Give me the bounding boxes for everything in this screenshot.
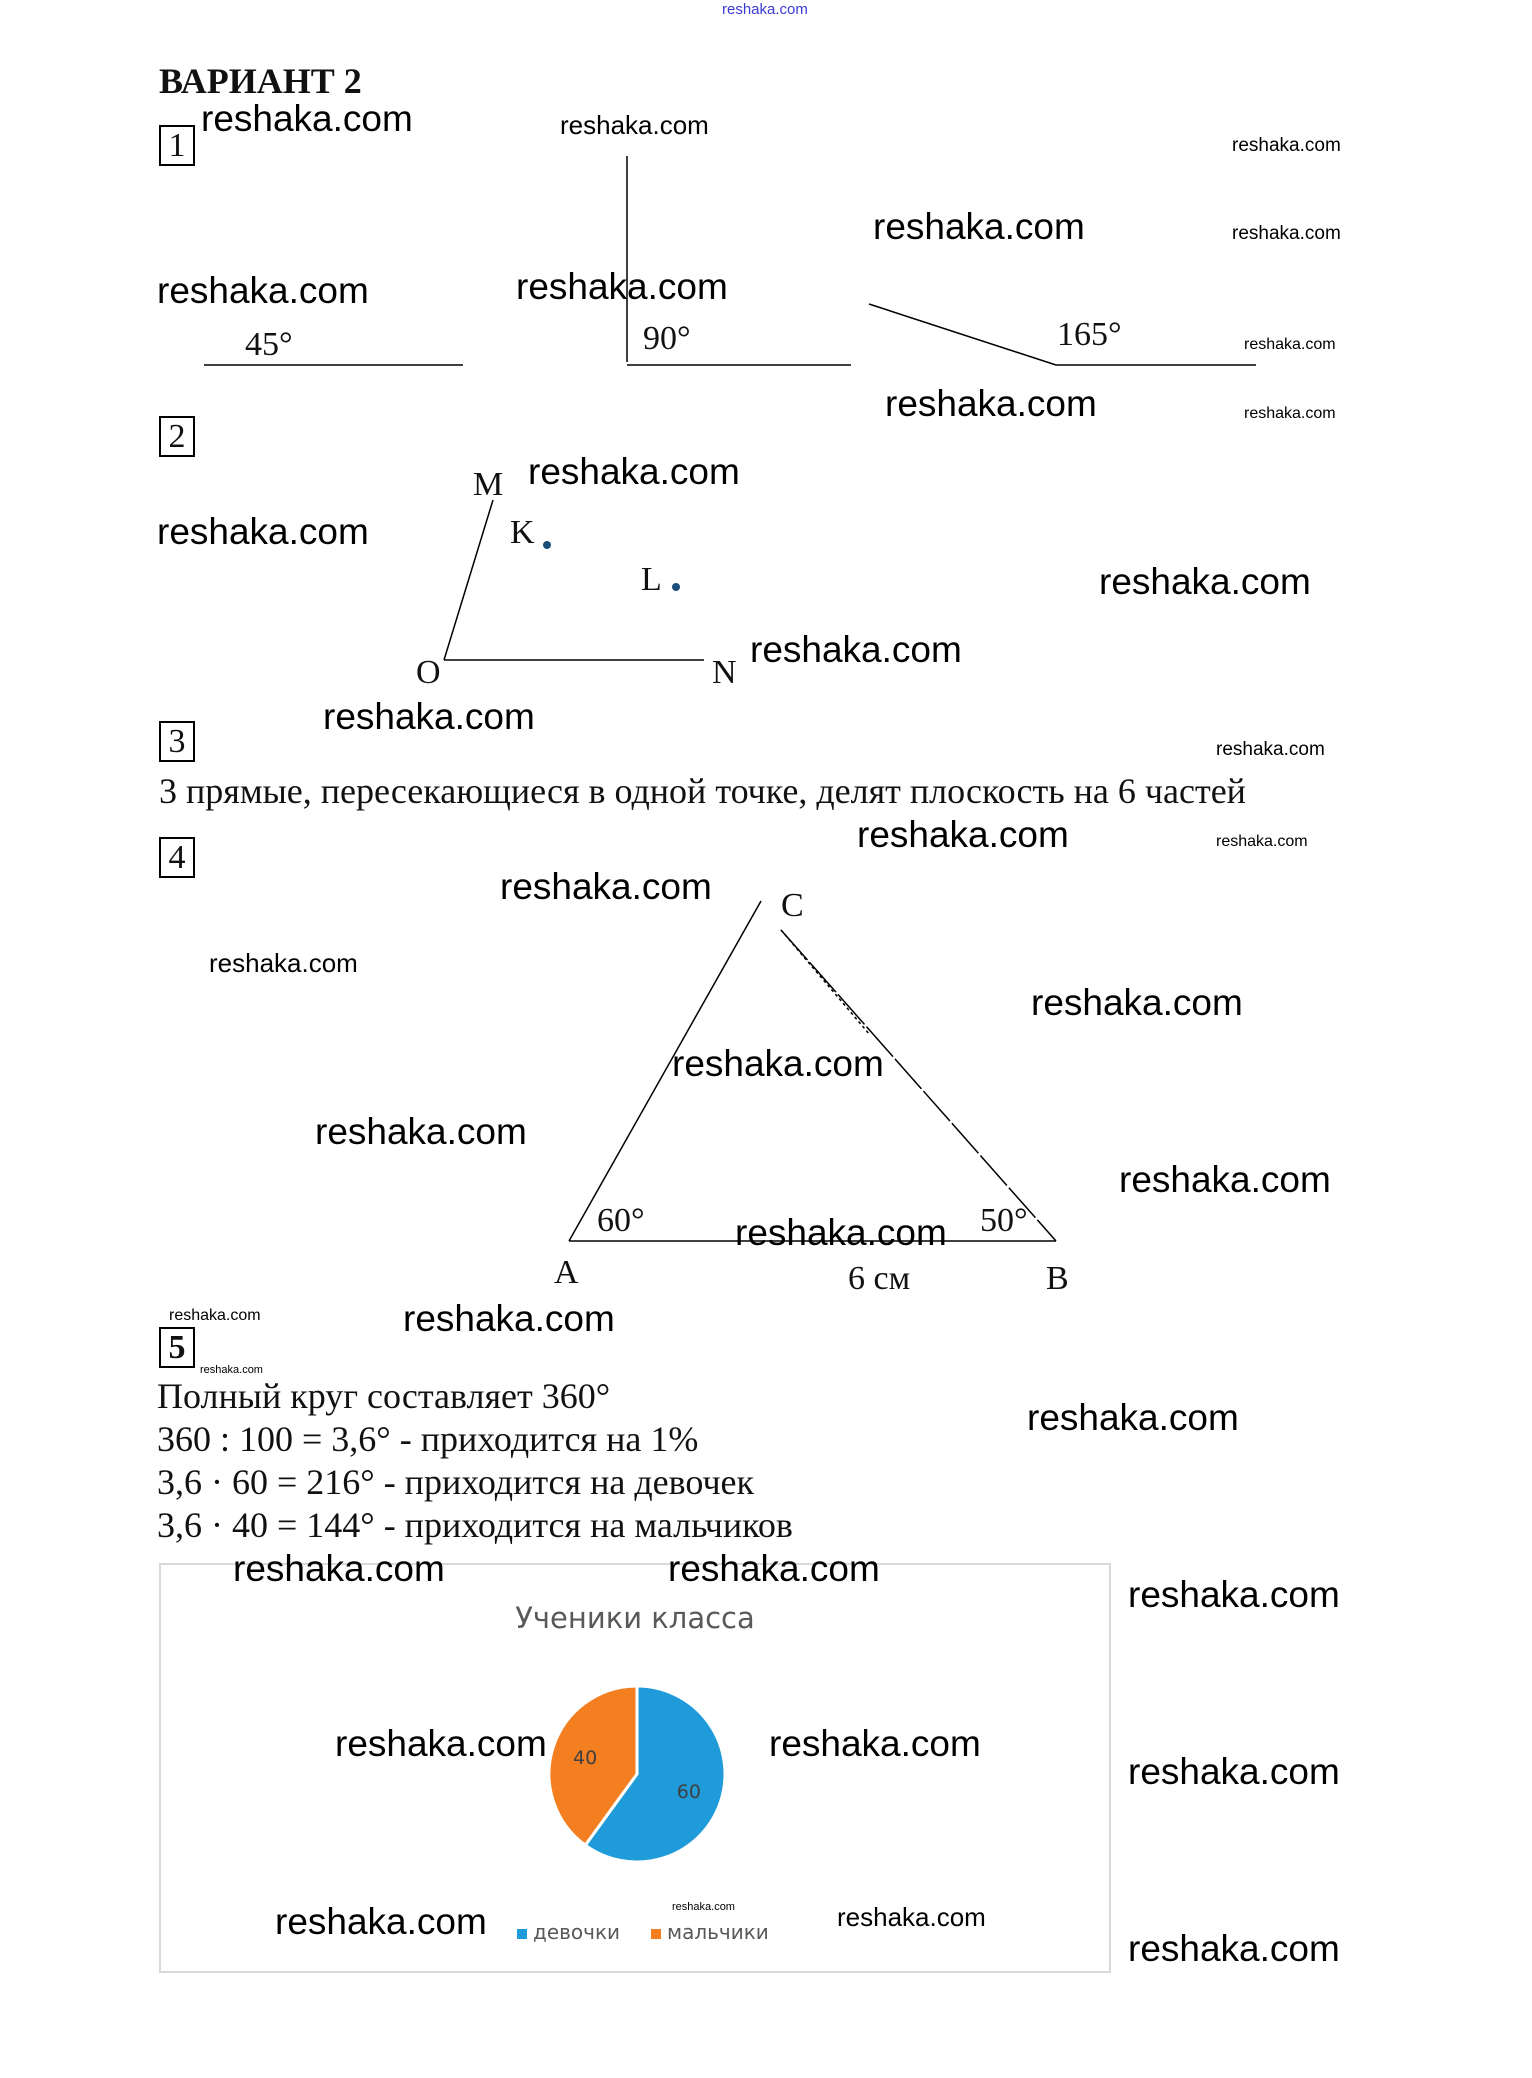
- point-k: [543, 541, 551, 549]
- angle-label-165: 165°: [1057, 316, 1122, 353]
- watermark: reshaka.com: [516, 266, 728, 307]
- watermark: reshaka.com: [857, 814, 1069, 855]
- watermark: reshaka.com: [209, 948, 358, 978]
- watermark: reshaka.com: [323, 696, 535, 737]
- watermark: reshaka.com: [560, 110, 709, 140]
- triangle-side-cb: [780, 929, 1057, 1242]
- watermark: reshaka.com: [1244, 336, 1336, 353]
- legend-swatch-girls: [517, 1929, 527, 1939]
- watermark: reshaka.com: [668, 1548, 880, 1589]
- task-number-4: 4: [159, 837, 195, 878]
- legend-item-boys: мальчики: [651, 1920, 769, 1944]
- point-l: [672, 583, 680, 591]
- watermark: reshaka.com: [528, 451, 740, 492]
- watermark: reshaka.com: [735, 1212, 947, 1253]
- page-title: ВАРИАНТ 2: [159, 61, 362, 101]
- point-label-o: O: [416, 654, 441, 691]
- angle-label-90: 90°: [643, 320, 691, 357]
- watermark: reshaka.com: [1232, 135, 1341, 156]
- pie-slice-girls: [583, 1684, 727, 1864]
- legend-label-boys: мальчики: [667, 1920, 769, 1944]
- angle-label-45: 45°: [245, 326, 293, 363]
- watermark: reshaka.com: [1216, 739, 1325, 760]
- watermark: reshaka.com: [500, 866, 712, 907]
- watermark: reshaka.com: [672, 1043, 884, 1084]
- watermark: reshaka.com: [769, 1723, 981, 1764]
- vertex-label-a: A: [554, 1254, 579, 1291]
- data-label-girls: 60: [677, 1781, 701, 1803]
- task-5-line-4: 3,6 · 40 = 144° - приходится на мальчико…: [157, 1505, 793, 1545]
- watermark: reshaka.com: [157, 511, 369, 552]
- pie-chart: Ученики класса 60 40 девочки мальчики: [159, 1563, 1111, 1973]
- watermark: reshaka.com: [157, 270, 369, 311]
- angle-b-label: 50°: [980, 1202, 1028, 1239]
- data-label-boys: 40: [573, 1747, 597, 1769]
- pie-slice-boys: [547, 1684, 639, 1848]
- angle-165-ray: [868, 303, 1057, 366]
- triangle-side-ac: [568, 900, 762, 1242]
- task-5-line-1: Полный круг составляет 360°: [157, 1376, 611, 1416]
- watermark: reshaka.com: [403, 1298, 615, 1339]
- pie-svg: 60 40: [547, 1684, 727, 1864]
- point-label-l: L: [641, 561, 662, 598]
- ray-om: [443, 499, 494, 661]
- watermark: reshaka.com: [315, 1111, 527, 1152]
- triangle-side-cb-top: [780, 929, 871, 1036]
- task-number-5: 5: [159, 1327, 195, 1368]
- watermark: reshaka.com: [1099, 561, 1311, 602]
- task-5-line-2: 360 : 100 = 3,6° - приходится на 1%: [157, 1419, 699, 1459]
- task-number-1: 1: [159, 125, 195, 166]
- watermark: reshaka.com: [750, 629, 962, 670]
- point-label-k: K: [510, 514, 535, 551]
- watermark: reshaka.com: [837, 1902, 986, 1932]
- watermark: reshaka.com: [1027, 1397, 1239, 1438]
- task-3-answer: 3 прямые, пересекающиеся в одной точке, …: [159, 771, 1246, 811]
- point-label-n: N: [712, 654, 737, 691]
- vertex-label-c: C: [781, 887, 804, 924]
- watermark: reshaka.com: [1244, 405, 1336, 422]
- watermark: reshaka.com: [200, 1364, 263, 1376]
- watermark: reshaka.com: [1128, 1751, 1340, 1792]
- watermark: reshaka.com: [275, 1901, 487, 1942]
- task-5-line-3: 3,6 · 60 = 216° - приходится на девочек: [157, 1462, 755, 1502]
- watermark: reshaka.com: [885, 383, 1097, 424]
- angle-a-label: 60°: [597, 1202, 645, 1239]
- task-number-2: 2: [159, 416, 195, 457]
- watermark: reshaka.com: [233, 1548, 445, 1589]
- task-number-3: 3: [159, 721, 195, 762]
- watermark: reshaka.com: [1232, 223, 1341, 244]
- watermark: reshaka.com: [201, 98, 413, 139]
- watermark: reshaka.com: [873, 206, 1085, 247]
- point-label-m: M: [473, 466, 504, 503]
- chart-title: Ученики класса: [515, 1601, 755, 1635]
- watermark: reshaka.com: [1216, 833, 1308, 850]
- watermark: reshaka.com: [1128, 1574, 1340, 1615]
- watermark: reshaka.com: [1119, 1159, 1331, 1200]
- watermark: reshaka.com: [1128, 1928, 1340, 1969]
- legend-label-girls: девочки: [533, 1920, 621, 1944]
- watermark: reshaka.com: [169, 1307, 261, 1324]
- vertex-label-b: B: [1046, 1260, 1069, 1297]
- legend-swatch-boys: [651, 1929, 661, 1939]
- watermark: reshaka.com: [1031, 982, 1243, 1023]
- legend-item-girls: девочки: [517, 1920, 620, 1944]
- watermark: reshaka.com: [672, 1901, 735, 1913]
- top-watermark: reshaka.com: [722, 1, 808, 18]
- side-ab-label: 6 см: [848, 1260, 911, 1297]
- watermark: reshaka.com: [335, 1723, 547, 1764]
